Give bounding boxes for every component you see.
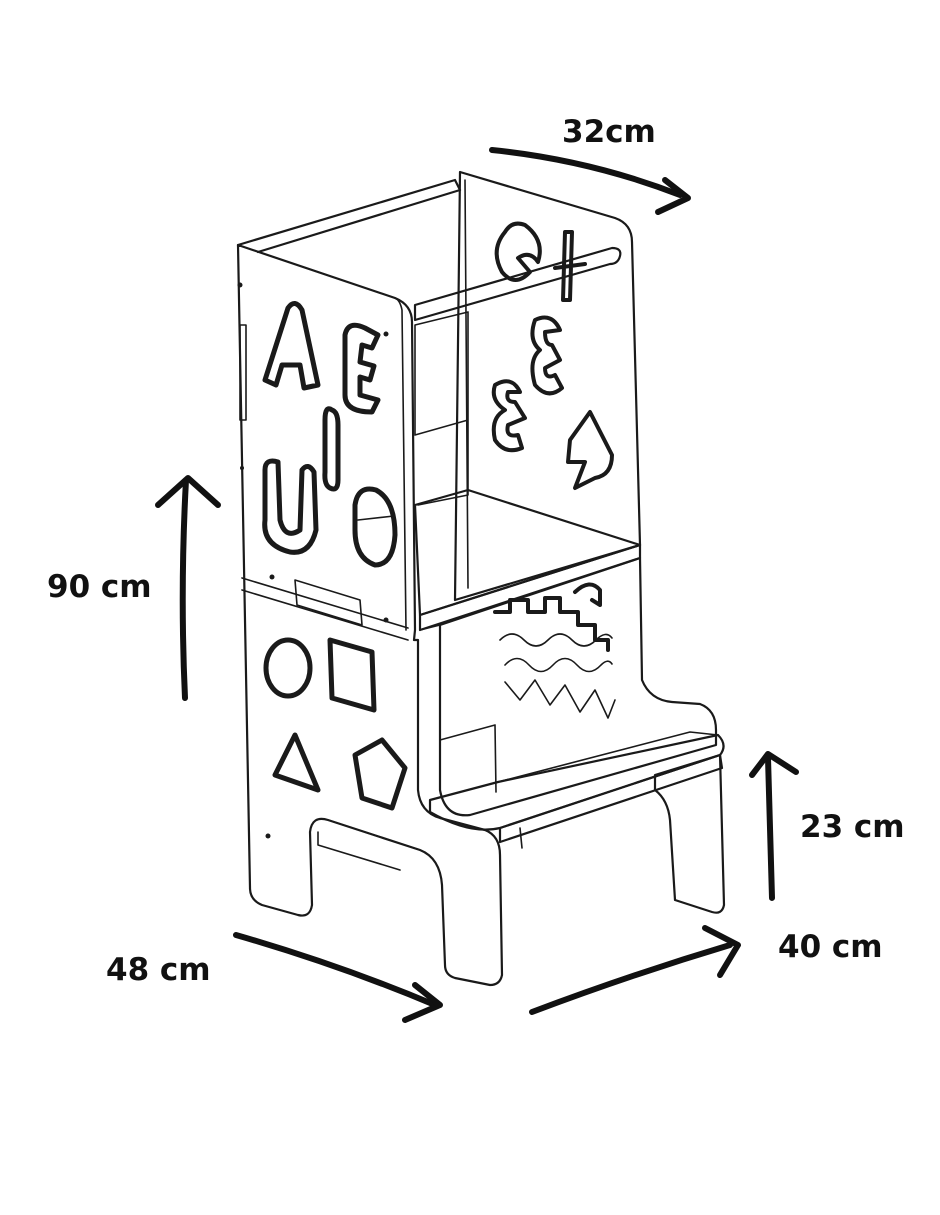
top-back-rail bbox=[236, 178, 462, 254]
back-side-panel bbox=[453, 170, 642, 602]
lower-back-panel bbox=[438, 556, 718, 817]
arrow-width bbox=[233, 932, 438, 1008]
lower-inner-partition bbox=[419, 624, 441, 791]
arrow-depth-top bbox=[489, 147, 683, 198]
front-side-panel bbox=[236, 243, 504, 987]
label-width: 48 cm bbox=[106, 952, 211, 988]
top-rod bbox=[413, 246, 622, 322]
arrow-step-height bbox=[765, 755, 775, 901]
step-leg-right bbox=[653, 753, 726, 914]
label-depth-bottom: 40 cm bbox=[778, 929, 883, 965]
inner-partition bbox=[414, 311, 469, 506]
label-height: 90 cm bbox=[47, 569, 152, 605]
label-depth-top: 32cm bbox=[562, 114, 656, 150]
arrow-height bbox=[179, 477, 189, 701]
arrow-depth-bottom bbox=[529, 942, 733, 1015]
lower-cross-brace bbox=[317, 819, 421, 871]
step-platform bbox=[428, 731, 725, 844]
dimension-arrows bbox=[155, 147, 799, 1023]
label-step-height: 23 cm bbox=[800, 809, 905, 845]
